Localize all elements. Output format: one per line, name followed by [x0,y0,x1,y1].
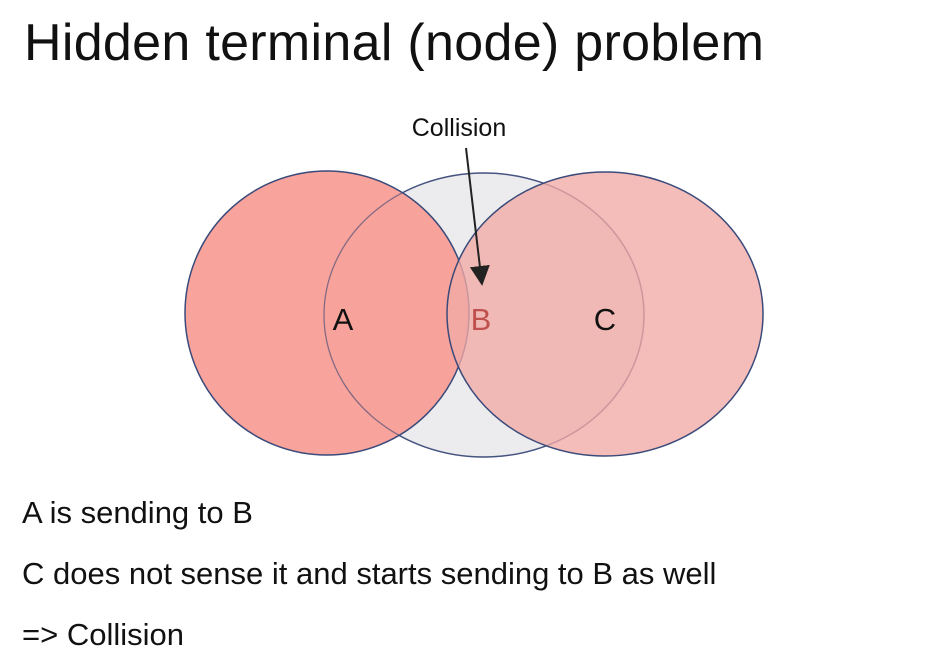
hidden-terminal-diagram: A B C Collision [184,114,764,458]
slide-title: Hidden terminal (node) problem [24,14,765,72]
explanation-line-3: => Collision [22,617,184,652]
explanation-line-1: A is sending to B [22,495,253,530]
explanation-list: A is sending to B C does not sense it an… [22,482,716,665]
node-c-label: C [594,302,616,337]
node-a-range-circle [184,170,470,456]
explanation-line-2: C does not sense it and starts sending t… [22,556,717,591]
node-b-label: B [471,302,492,337]
collision-callout-label: Collision [412,114,506,142]
node-c-range-circle [446,171,764,457]
node-a-label: A [333,302,354,337]
collision-arrow [465,147,490,286]
